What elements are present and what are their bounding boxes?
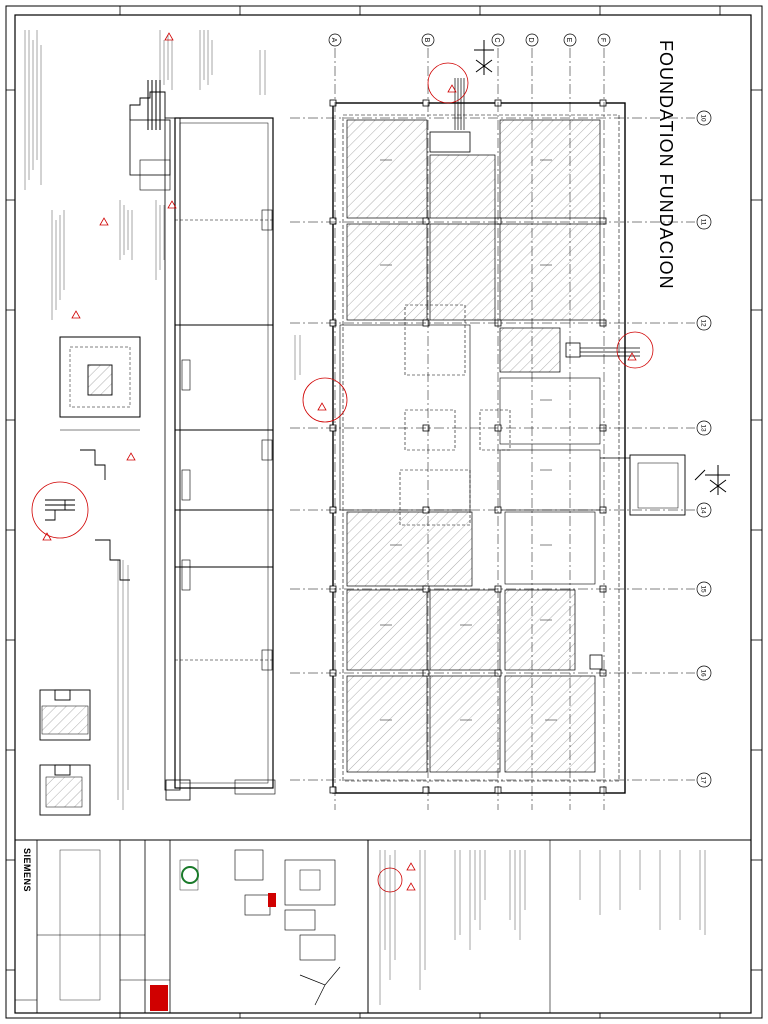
border-ticks (6, 6, 762, 1018)
grid-label-C: C (493, 37, 500, 42)
grid-label-D: D (527, 37, 534, 42)
beam-detail-1 (39, 689, 91, 741)
grid-bubble-12 (696, 315, 712, 331)
column-detail (59, 336, 141, 431)
grid-axes: A B C D E F 10 11 12 13 14 15 16 17 (290, 33, 712, 810)
grid-bubble-17 (696, 772, 712, 788)
client-logo (181, 866, 199, 884)
notes-left (24, 30, 301, 810)
drawing-title: FOUNDATION FUNDACION (656, 40, 676, 290)
grid-bubble-14 (696, 502, 712, 518)
grid-bubble-D (525, 33, 539, 47)
grid-label-16: 16 (700, 669, 707, 677)
grid-bubble-10 (696, 110, 712, 126)
section-markers (474, 40, 730, 495)
grid-label-A: A (330, 38, 337, 43)
astor-logo (150, 985, 168, 1011)
grid-bubble-15 (696, 581, 712, 597)
grid-bubble-F (597, 33, 611, 47)
grid-label-10: 10 (700, 114, 707, 122)
revision-clouds (31, 32, 654, 893)
grid-bubble-16 (696, 665, 712, 681)
foundation-plan (329, 78, 686, 794)
grid-label-F: F (599, 38, 606, 42)
step-detail (45, 449, 130, 581)
grid-label-12: 12 (700, 319, 707, 327)
grid-label-B: B (423, 38, 430, 43)
grid-bubble-A (328, 33, 342, 47)
grid-bubble-E (563, 33, 577, 47)
grid-bubble-B (421, 33, 435, 47)
grid-label-15: 15 (700, 585, 707, 593)
company-logo: SIEMENS (22, 848, 32, 893)
grid-label-11: 11 (700, 219, 707, 226)
grid-bubble-13 (696, 420, 712, 436)
title-block-notes (379, 850, 706, 1005)
grid-label-14: 14 (700, 506, 707, 514)
title-block (14, 839, 752, 1014)
grid-bubble-C (491, 33, 505, 47)
grid-label-E: E (565, 38, 572, 43)
longitudinal-section (129, 80, 276, 801)
grid-bubble-11 (696, 214, 712, 230)
beam-detail-2 (39, 764, 91, 816)
grid-label-17: 17 (700, 776, 707, 784)
grid-label-13: 13 (700, 424, 707, 432)
